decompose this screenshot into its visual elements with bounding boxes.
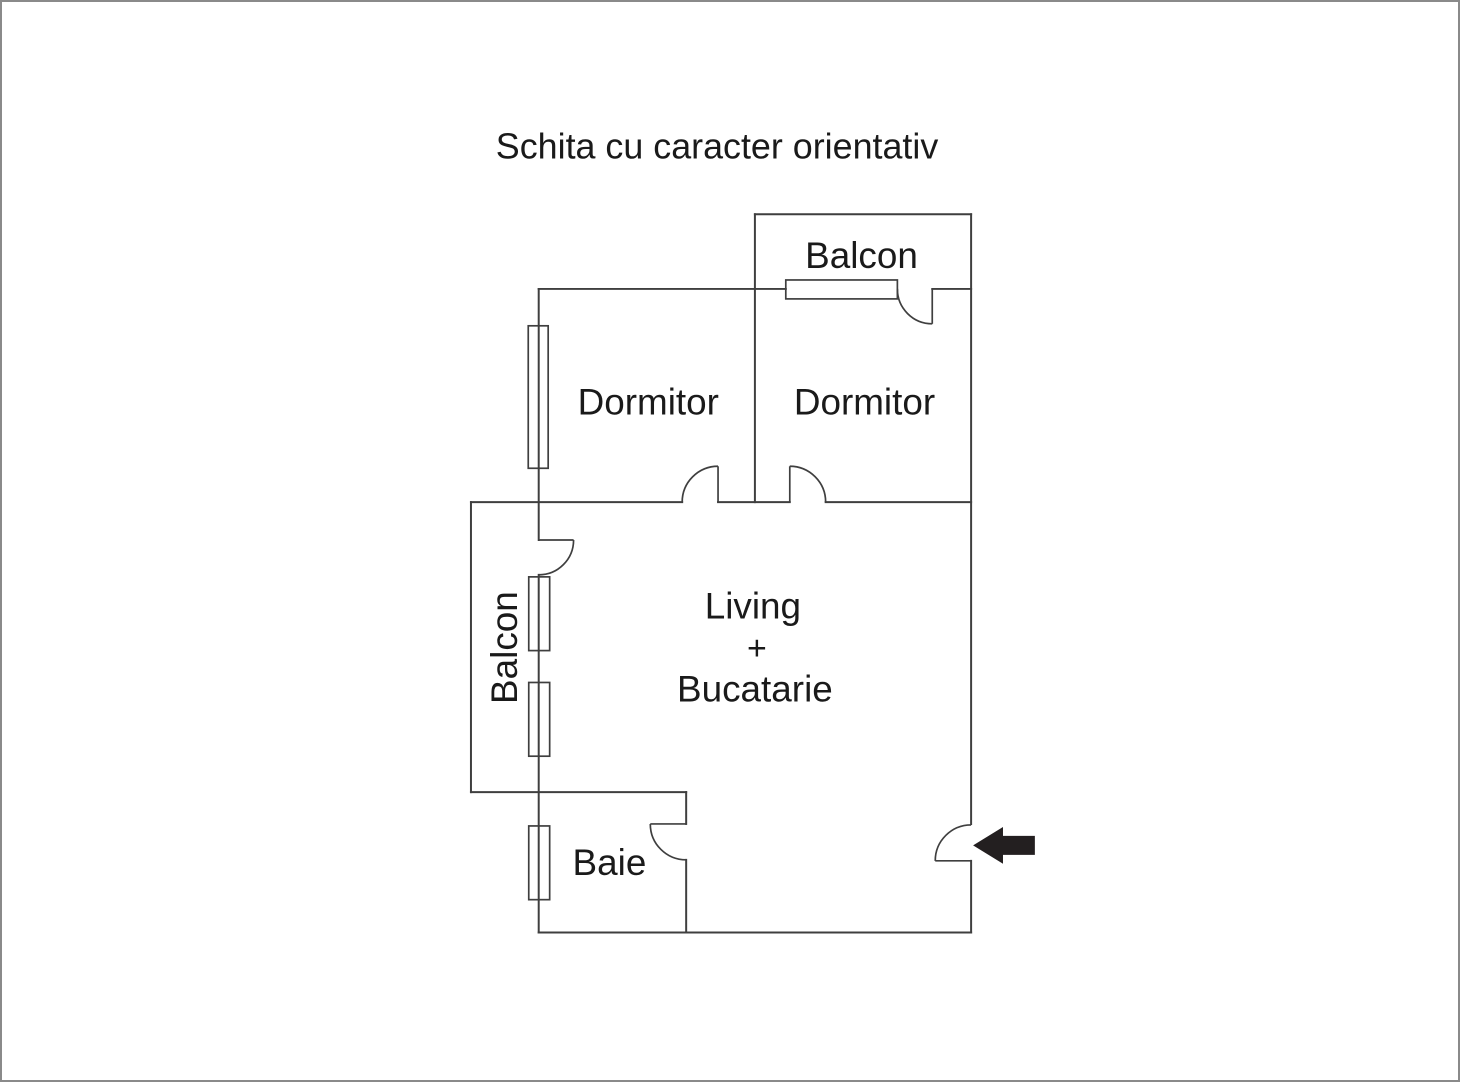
labels-group: Schita cu caracter orientativ Balcon Dor… [484, 126, 939, 882]
doors-group [538, 288, 972, 862]
room-label-dormitor-left: Dormitor [578, 381, 719, 422]
window-baie [527, 825, 551, 901]
walls-group [469, 213, 973, 934]
window-balcony-left-lower [527, 681, 551, 758]
window-dormitor-left [527, 324, 550, 470]
plan-title: Schita cu caracter orientativ [496, 126, 939, 166]
window-balcony-right [784, 279, 899, 300]
room-label-bucatarie: Bucatarie [677, 668, 833, 709]
window-balcony-left-upper [527, 576, 551, 652]
door-arc-balcony-left [538, 540, 575, 576]
door-arc-dormitor-left [681, 465, 719, 503]
room-label-plus: + [747, 630, 767, 668]
door-arc-entrance [934, 824, 972, 861]
room-label-dormitor-right: Dormitor [794, 381, 935, 422]
room-label-balcon-left: Balcon [484, 591, 525, 704]
door-arc-balcony-right [896, 288, 933, 325]
entrance-arrow-icon [973, 826, 1035, 864]
door-arc-dormitor-right [789, 465, 827, 503]
room-label-balcon-top: Balcon [805, 235, 918, 276]
door-arc-baie [649, 823, 687, 861]
room-label-baie: Baie [573, 842, 647, 883]
room-label-living: Living [705, 586, 801, 627]
